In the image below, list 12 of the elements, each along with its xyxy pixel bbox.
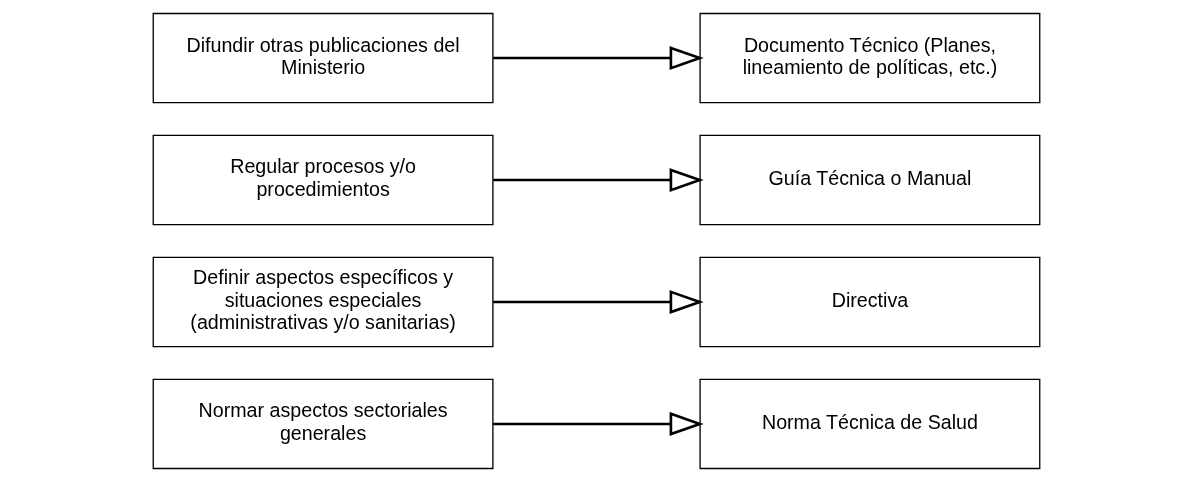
node-box: Regular procesos y/o procedimientos: [152, 134, 494, 226]
node-box: Norma Técnica de Salud: [698, 378, 1040, 470]
arrow: [492, 46, 704, 70]
arrow: [492, 412, 704, 436]
node-box: Definir aspectos específicos y situaciones especiales (administrativas y/o sanitarias): [152, 256, 494, 348]
node-box: Difundir otras publicaciones del Ministerio: [152, 12, 494, 104]
node-box: Normar aspectos sectoriales generales: [152, 378, 494, 470]
arrow: [492, 168, 704, 192]
node-box: Guía Técnica o Manual: [698, 134, 1040, 226]
node-box: Documento Técnico (Planes, lineamiento de políticas, etc.): [698, 12, 1040, 104]
arrow: [492, 290, 704, 314]
node-box: Directiva: [698, 256, 1040, 348]
